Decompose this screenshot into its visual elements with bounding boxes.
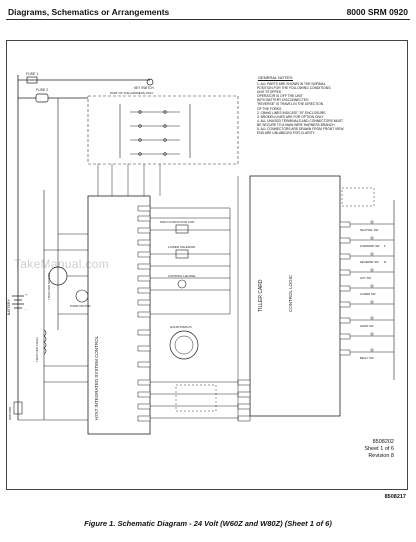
switch-f-label: F — [384, 244, 386, 248]
switch-lift-label: LIFT SW — [360, 276, 371, 280]
switch-neutral-label: NEUTRAL SW — [360, 228, 379, 232]
main-contactor-label: MAIN CONTACTOR COIL — [160, 220, 195, 224]
note-line: OPERATOR IS OFF THE UNIT — [257, 94, 303, 99]
switch-r-label: R — [384, 260, 387, 264]
main-contactor-coil — [175, 224, 189, 234]
page-header: Diagrams, Schematics or Arrangements 800… — [0, 0, 416, 22]
battery-minus: - — [25, 306, 27, 311]
note-line: 3. BROKEN LINES ARE FOR OPTION ONLY — [257, 114, 324, 119]
tiller-card-box — [249, 175, 341, 417]
control-handle-symbol — [177, 279, 187, 289]
control-handle-label: CONTROL HANDLE — [168, 274, 196, 278]
note-line: OF THE FORKS — [257, 106, 282, 111]
hour-display-inner — [174, 335, 194, 355]
note-line: 2. CB##S LINES INDICATE "SI" ENCLOSURE. — [257, 110, 327, 115]
hour-display-outer — [169, 330, 199, 360]
option-module — [341, 187, 375, 207]
lower-solenoid-label: LOWER SOLENOID — [168, 245, 196, 249]
drawing-number: 8508202 — [372, 439, 394, 445]
traction-field-coil — [43, 329, 47, 355]
manual-number: 8000 SRM 0920 — [346, 7, 408, 17]
controller-label: H2X7 INTEGRATED SYSTEM CONTROL — [94, 335, 99, 420]
note-line: END ARE UNLABELED FOR CLARITY. — [257, 131, 316, 136]
harness-drops — [97, 164, 161, 196]
switch-forward-label: FORWARD SW — [360, 244, 380, 248]
switch-horn-label: HORN SW — [360, 324, 374, 328]
harness-dashed-box — [87, 95, 239, 165]
ground-label: GROUND — [8, 406, 12, 420]
tiller-switch-rows — [350, 220, 394, 353]
traction-field-label: TRACTION FIELD — [35, 336, 39, 362]
pump-motor-symbol — [75, 289, 89, 303]
key-switch-label: KEY SWITCH — [134, 86, 154, 90]
motor-wires — [44, 233, 88, 383]
note-line: 5. ALL CONNECTORS ARE DRAWN FROM FRONT V… — [257, 127, 344, 132]
section-title: Diagrams, Schematics or Arrangements — [8, 7, 170, 17]
notes-title: GENERAL NOTES: — [258, 75, 293, 80]
figure-caption: Figure 1. Schematic Diagram - 24 Volt (W… — [84, 519, 332, 528]
lower-solenoid — [175, 249, 189, 259]
revision: Revision 8 — [368, 453, 394, 459]
control-logic-label: CONTROL LOGIC — [288, 274, 293, 312]
ground-fuse — [13, 401, 23, 415]
harness-note: PART OF THE HARNESS ASSY — [110, 91, 153, 95]
general-notes: 1. ALL PARTS ARE SHOWN IN THE NORMAL POS… — [257, 82, 387, 135]
tiller-pins-right — [339, 221, 351, 356]
note-line: POSITION FOR THE FOLLOWING CONDITIONS. — [257, 86, 332, 91]
watermark: TakeManual.com — [14, 257, 109, 271]
tiller-pins-left — [237, 379, 251, 422]
sheet-number: Sheet 1 of 6 — [364, 446, 394, 452]
note-line: BE SECURE TO A MAIN WIRE HARNESS BRANCH — [257, 122, 335, 127]
pump-motor-label: PUMP MOTOR — [70, 304, 91, 308]
battery-label: BATTERY — [7, 299, 11, 315]
switch-reverse-label: REVERSE SW — [360, 260, 379, 264]
battery-symbol — [12, 295, 24, 309]
note-line: 4. ALL UNUSED TERMINALS AND CONNECTORS M… — [257, 118, 344, 123]
hour-display-label: HOUR DISPLAY — [170, 325, 192, 329]
switch-belly-label: BELLY SW — [360, 356, 374, 360]
note-line: WITH BATTERY DISCONNECTED — [257, 98, 309, 103]
header-rule — [6, 19, 410, 20]
note-line: "REVERSE" IS TRAVEL IN THE DIRECTION — [257, 102, 324, 107]
figure-code: 8508217 — [384, 494, 406, 500]
note-line: UNIT STOPPED — [257, 90, 282, 95]
battery-plus: + — [25, 292, 28, 297]
controller-pins — [137, 205, 151, 422]
note-line: 1. ALL PARTS ARE SHOWN IN THE NORMAL — [257, 82, 326, 86]
harness-switches — [119, 104, 191, 158]
tiller-card-label: TILLER CARD — [258, 279, 264, 312]
controller-wires — [150, 207, 250, 419]
key-switch-symbol — [146, 78, 154, 86]
option-dashed-box — [175, 384, 217, 412]
schematic-frame — [6, 40, 408, 490]
fuse-2-label: FUSE 2 — [36, 88, 48, 92]
fuse-1-label: FUSE 1 — [26, 72, 38, 76]
traction-motor-label: TRACTION MOTOR — [47, 272, 51, 300]
switch-lower-label: LOWER SW — [360, 292, 376, 296]
fuse-2-symbol — [35, 93, 49, 103]
